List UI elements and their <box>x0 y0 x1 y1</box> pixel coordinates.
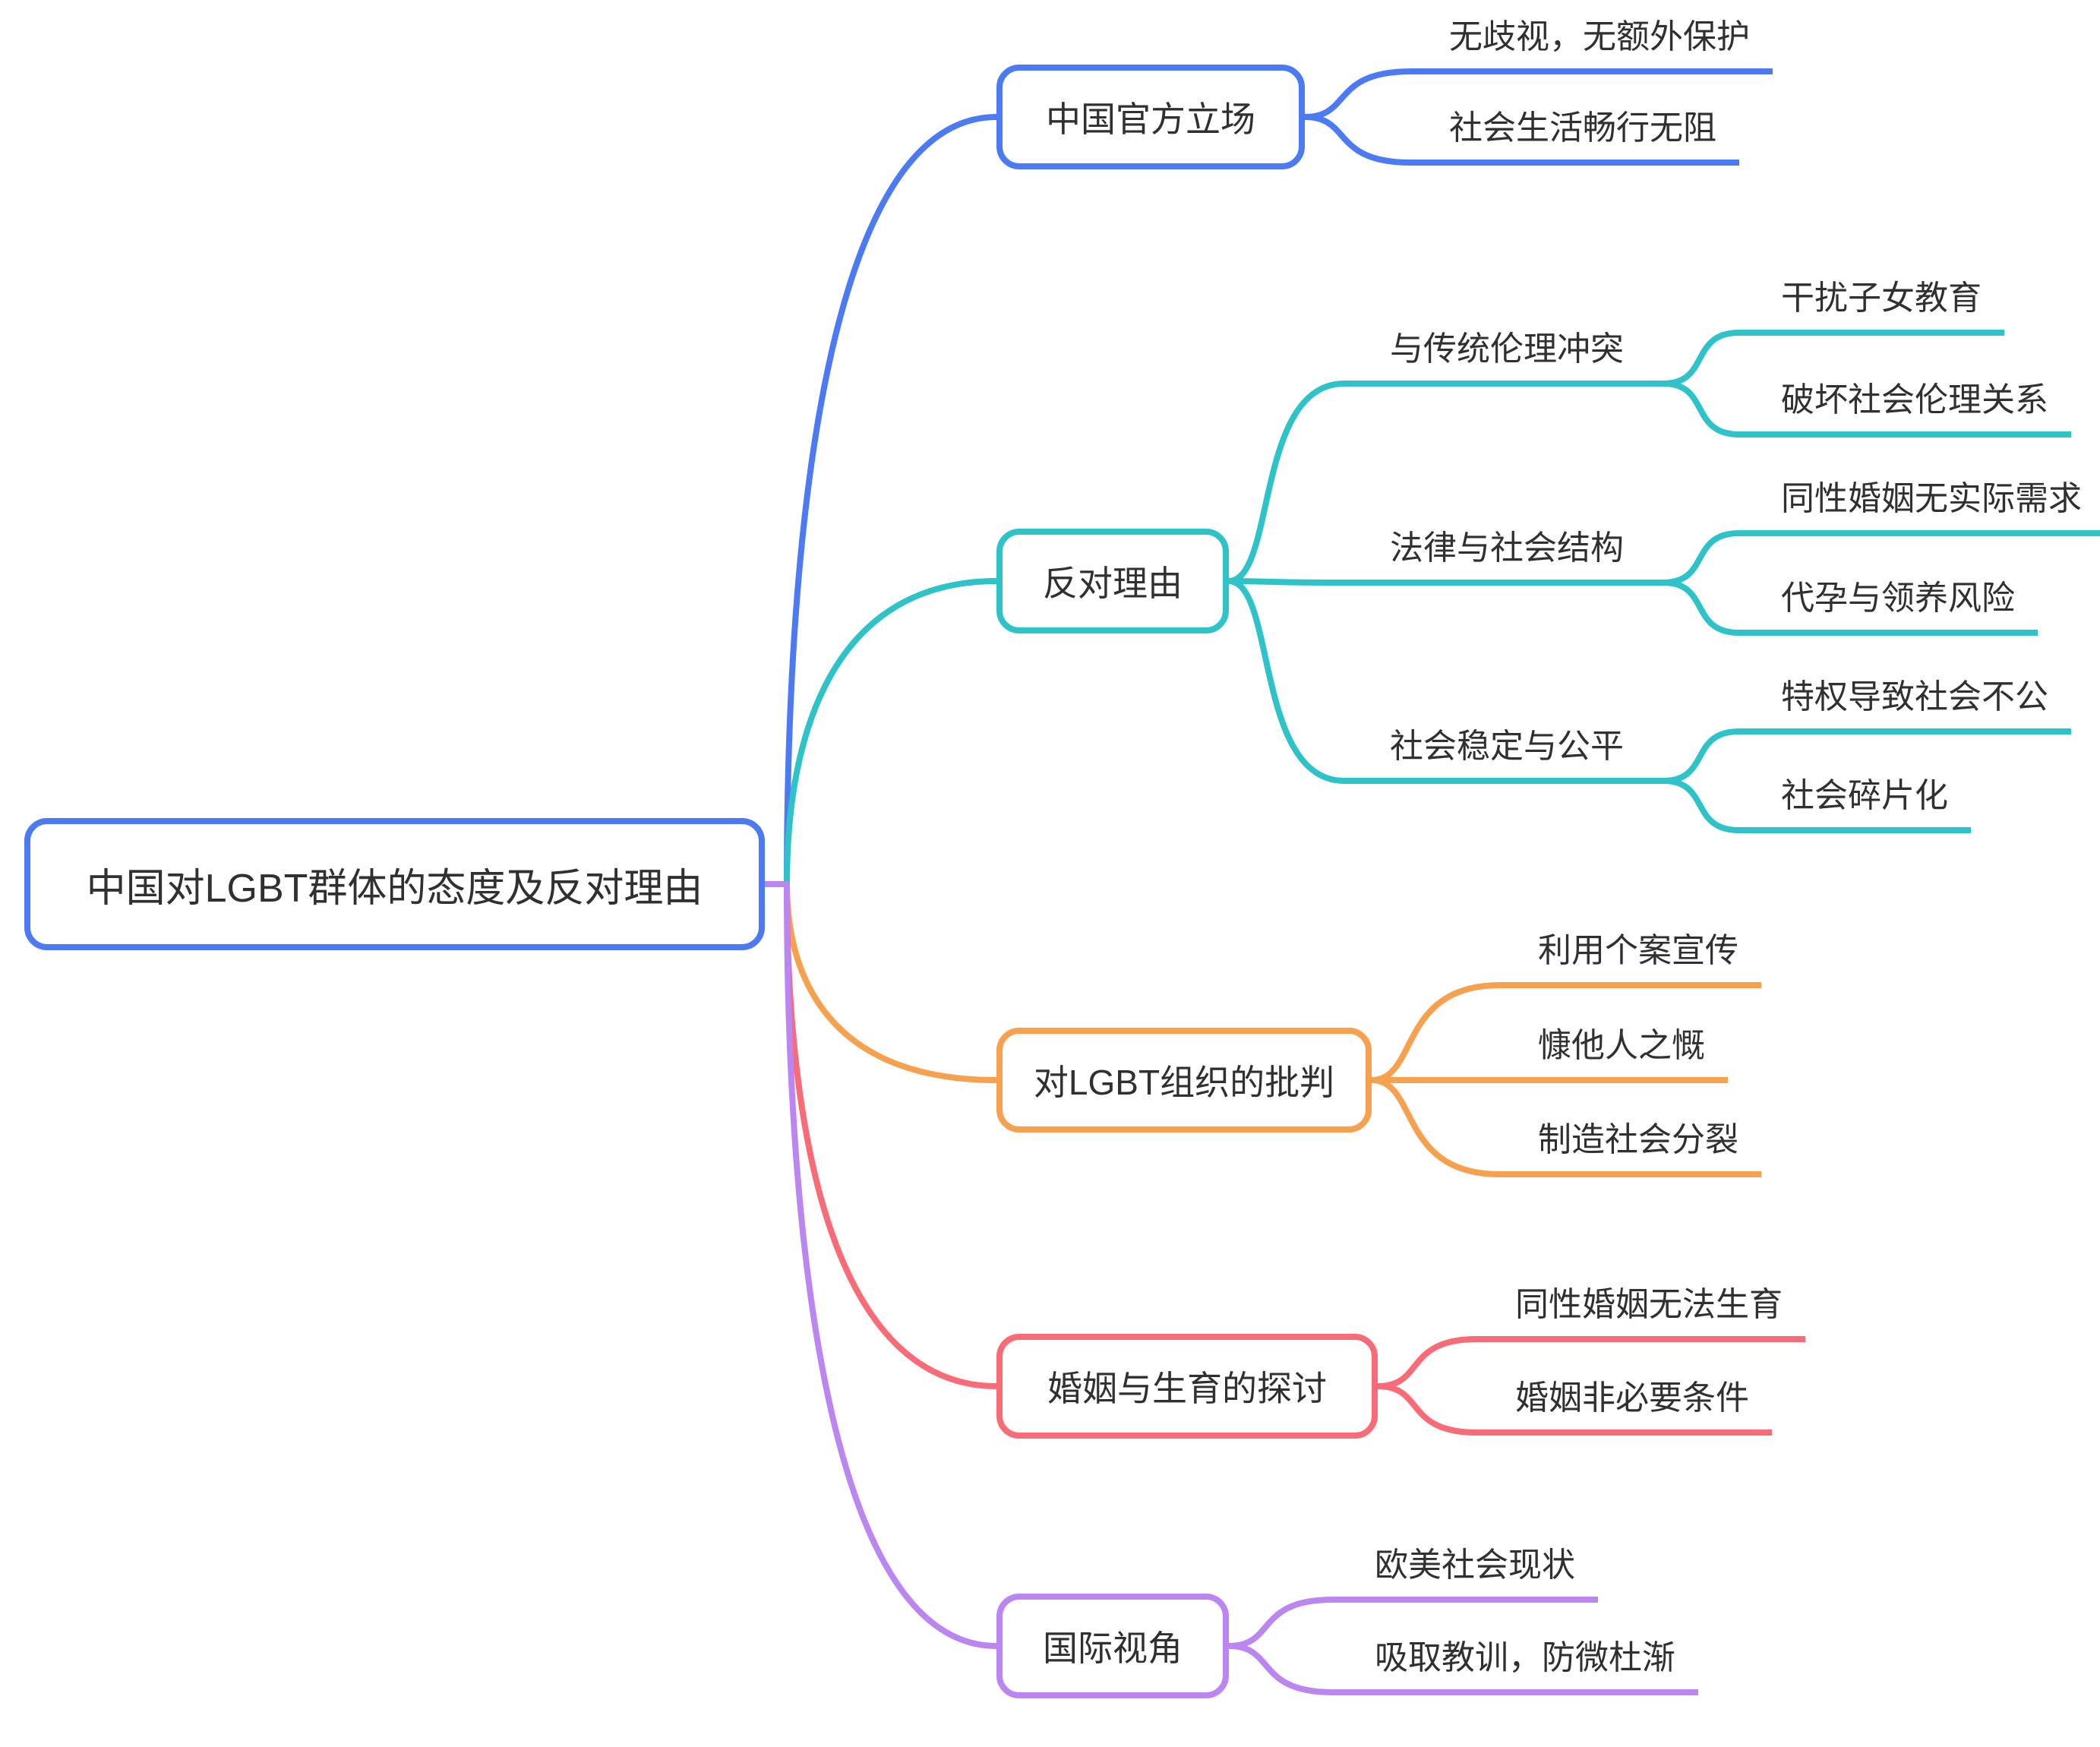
leaf-same-sex-marriage-no-fertility[interactable]: 同性婚姻无法生育 <box>1477 1271 1805 1342</box>
leaf-disturb-children-education[interactable]: 干扰子女教育 <box>1739 264 2004 336</box>
leaf-generous-at-others-expense[interactable]: 慷他人之慨 <box>1500 1012 1728 1083</box>
subtopic-traditional-ethics-conflict[interactable]: 与传统伦理冲突 <box>1344 315 1663 387</box>
leaf-social-life-unimpeded[interactable]: 社会生活畅行无阻 <box>1411 94 1739 166</box>
topic-international-view[interactable]: 国际视角 <box>996 1594 1229 1698</box>
leaf-marriage-not-necessary[interactable]: 婚姻非必要条件 <box>1477 1364 1772 1436</box>
leaf-social-fragmentation[interactable]: 社会碎片化 <box>1739 762 1971 833</box>
root-topic[interactable]: 中国对LGBT群体的态度及反对理由 <box>24 818 765 950</box>
subtopic-law-social-structure[interactable]: 法律与社会结构 <box>1344 514 1663 586</box>
topic-official-stance[interactable]: 中国官方立场 <box>996 65 1305 169</box>
topic-lgbt-org-criticism[interactable]: 对LGBT组织的批判 <box>996 1028 1372 1133</box>
subtopic-social-stability-fairness[interactable]: 社会稳定与公平 <box>1344 712 1663 784</box>
leaf-create-social-division[interactable]: 制造社会分裂 <box>1500 1106 1761 1177</box>
topic-marriage-fertility[interactable]: 婚姻与生育的探讨 <box>996 1334 1378 1439</box>
leaf-privilege-unfairness[interactable]: 特权导致社会不公 <box>1739 663 2071 734</box>
leaf-exploit-individual-cases[interactable]: 利用个案宣传 <box>1500 917 1761 988</box>
leaf-damage-social-ethics[interactable]: 破坏社会伦理关系 <box>1739 366 2071 438</box>
leaf-western-society-status[interactable]: 欧美社会现状 <box>1333 1531 1598 1603</box>
leaf-learn-lessons-nip-in-bud[interactable]: 吸取教训，防微杜渐 <box>1333 1624 1698 1695</box>
topic-opposition-reasons[interactable]: 反对理由 <box>996 529 1229 633</box>
leaf-surrogacy-adoption-risk[interactable]: 代孕与领养风险 <box>1739 564 2038 636</box>
leaf-no-discrimination[interactable]: 无歧视，无额外保护 <box>1411 3 1773 74</box>
leaf-no-real-need-same-sex-marriage[interactable]: 同性婚姻无实际需求 <box>1739 465 2100 536</box>
